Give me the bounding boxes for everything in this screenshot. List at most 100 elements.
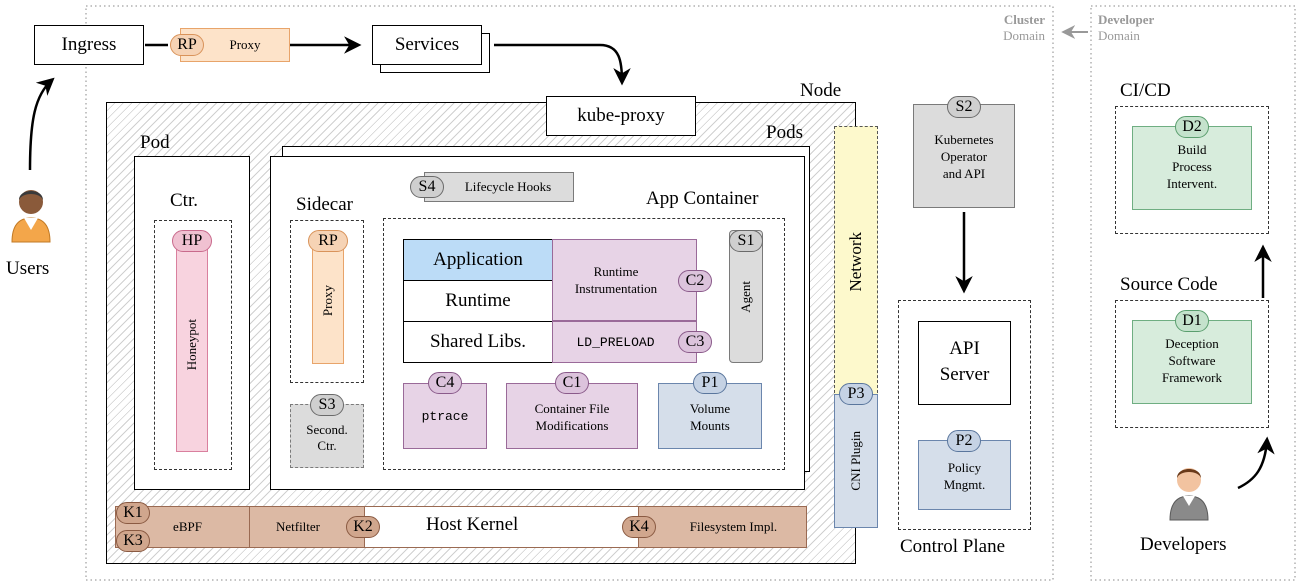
operator-line2: Operator [940, 149, 988, 164]
kube-proxy-label: kube-proxy [577, 105, 665, 126]
ebpf-badge-k3: K3 [116, 530, 150, 552]
cicd-inner-box [1132, 126, 1252, 210]
honeypot-label: Honeypot [184, 319, 199, 371]
api-server-box [918, 321, 1011, 405]
cicd-label: CI/CD [1120, 80, 1171, 101]
honeypot-badge: HP [172, 230, 212, 252]
fs-box: Filesystem Impl. [638, 506, 807, 548]
cni-label: CNI Plugin [848, 431, 863, 491]
operator-line3: and API [942, 166, 986, 181]
cni-badge: P3 [839, 383, 873, 405]
arrow-services-kubeproxy [494, 43, 631, 86]
api-server-line2: Server [939, 364, 990, 385]
shared-libs-box: Shared Libs. [403, 321, 553, 363]
ld-preload-box: LD_PRELOAD [552, 321, 697, 363]
volume-line2: Mounts [690, 418, 730, 433]
runtime-box: Runtime [403, 280, 553, 322]
developer-domain-border [1090, 5, 1296, 581]
sidecar-proxy-box: Proxy [312, 238, 344, 364]
api-server-line1: API [949, 338, 980, 359]
runtime-label: Runtime [445, 290, 511, 311]
cluster-domain-border [85, 5, 1054, 581]
ptrace-label: ptrace [421, 408, 469, 424]
kernel-label: Host Kernel [426, 514, 519, 535]
ingress-box: Ingress [34, 25, 144, 65]
proxy-top-badge: RP [170, 34, 204, 56]
cni-box: CNI Plugin [834, 394, 878, 528]
ld-preload-badge: C3 [678, 331, 712, 353]
agent-badge: S1 [729, 230, 763, 252]
file-mod-line2: Modifications [535, 418, 609, 433]
ptrace-box: ptrace [403, 383, 487, 449]
source-line2: Software [1168, 353, 1216, 368]
pod-container-box [154, 220, 232, 470]
netfilter-label: Netfilter [275, 519, 321, 534]
volume-badge: P1 [693, 372, 727, 394]
ptrace-badge: C4 [428, 372, 462, 394]
sidecar-container-box [290, 220, 364, 383]
sidecar-proxy-label: Proxy [320, 285, 335, 317]
runtime-instr-badge: C2 [678, 270, 712, 292]
file-mod-badge: C1 [555, 372, 589, 394]
second-ctr-badge: S3 [310, 394, 344, 416]
lifecycle-label: Lifecycle Hooks [464, 179, 552, 194]
file-mod-line1: Container File [534, 401, 610, 416]
cicd-line3: Intervent. [1166, 176, 1218, 191]
lifecycle-badge: S4 [410, 176, 444, 198]
pod-label: Pod [140, 132, 170, 153]
users-label: Users [6, 258, 50, 279]
control-plane-label: Control Plane [900, 536, 1006, 557]
application-box: Application [403, 239, 553, 281]
app-container-label: App Container [646, 188, 759, 209]
source-badge: D1 [1175, 310, 1209, 332]
operator-badge: S2 [947, 96, 981, 118]
volume-line1: Volume [689, 401, 731, 416]
ld-preload-label: LD_PRELOAD [576, 334, 655, 350]
sidecar-label: Sidecar [296, 194, 353, 215]
fs-badge: K4 [622, 516, 656, 538]
cluster-domain-title: Cluster [1003, 12, 1045, 27]
ebpf-label: eBPF [173, 519, 202, 534]
policy-badge: P2 [947, 430, 981, 452]
arrow-developers-source [1237, 436, 1275, 490]
cicd-line2: Process [1172, 159, 1212, 174]
volume-box [658, 383, 762, 449]
cicd-line1: Build [1177, 142, 1207, 157]
second-ctr-line2: Ctr. [317, 438, 337, 453]
operator-line1: Kubernetes [934, 132, 994, 147]
source-inner-box [1132, 320, 1252, 404]
developer-domain-subtitle: Domain [1098, 28, 1140, 43]
lifecycle-box: Lifecycle Hooks [424, 172, 574, 202]
policy-line1: Policy [947, 460, 982, 475]
second-ctr-line1: Second. [306, 422, 348, 437]
policy-line2: Mngmt. [943, 477, 986, 492]
agent-box: Agent [729, 230, 763, 363]
app-container-box [383, 218, 785, 470]
developers-label: Developers [1140, 534, 1227, 555]
application-label: Application [433, 249, 523, 270]
source-line3: Framework [1162, 370, 1222, 385]
sidecar-proxy-badge: RP [308, 230, 348, 252]
node-label: Node [800, 80, 842, 101]
services-label: Services [394, 34, 460, 55]
cicd-badge: D2 [1175, 116, 1209, 138]
netfilter-box: Netfilter [249, 506, 365, 548]
ebpf-badge-k1: K1 [116, 502, 150, 524]
cicd-box [1115, 106, 1269, 234]
runtime-instr-line2: Instrumentation [574, 281, 658, 296]
arrow-users-ingress [28, 77, 55, 171]
source-code-label: Source Code [1120, 274, 1218, 295]
proxy-top-label: Proxy [229, 37, 261, 52]
network-label: Network [846, 232, 865, 292]
shared-libs-label: Shared Libs. [429, 331, 527, 352]
cluster-domain-subtitle: Domain [1003, 28, 1045, 43]
runtime-instr-line1: Runtime [593, 264, 639, 279]
fs-label: Filesystem Impl. [689, 519, 778, 534]
honeypot-box: Honeypot [176, 238, 208, 452]
services-box: Services [372, 25, 482, 65]
developer-domain-title: Developer [1098, 12, 1155, 27]
control-plane-box [898, 300, 1031, 530]
agent-label: Agent [738, 280, 753, 313]
network-box: Network [834, 126, 878, 398]
